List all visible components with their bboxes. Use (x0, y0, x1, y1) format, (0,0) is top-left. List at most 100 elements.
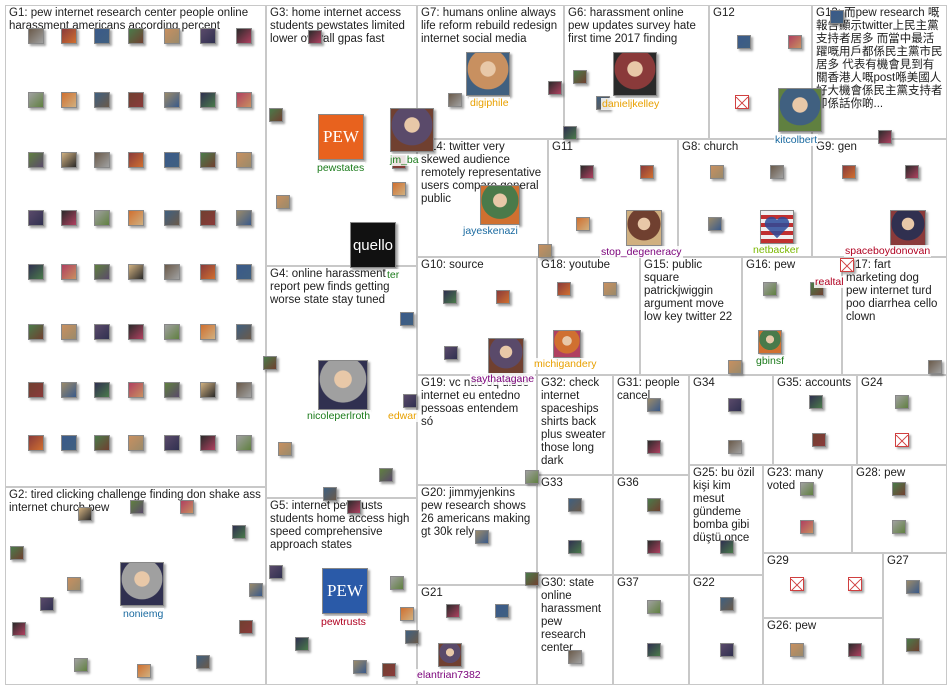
user-avatar-node[interactable] (812, 433, 826, 447)
user-avatar-node[interactable] (28, 28, 44, 44)
user-avatar-node[interactable] (538, 244, 552, 258)
user-avatar-node[interactable] (568, 650, 582, 664)
user-avatar-node[interactable] (790, 643, 804, 657)
user-avatar-node[interactable] (553, 330, 581, 358)
user-avatar-node[interactable] (906, 638, 920, 652)
user-avatar-node[interactable] (573, 70, 587, 84)
user-avatar-node[interactable] (236, 210, 252, 226)
node-label-nicoleperlroth[interactable]: nicoleperlroth (306, 410, 371, 422)
user-avatar-node[interactable] (61, 152, 77, 168)
user-avatar-node[interactable] (475, 530, 489, 544)
user-avatar-node[interactable] (200, 210, 216, 226)
user-avatar-node[interactable] (905, 165, 919, 179)
node-label-stop-degeneracy[interactable]: stop_degeneracy (600, 246, 683, 258)
user-avatar-node[interactable] (164, 28, 180, 44)
user-avatar-node[interactable] (308, 30, 322, 44)
user-avatar-node[interactable] (94, 28, 110, 44)
user-avatar-node[interactable] (318, 360, 368, 410)
user-avatar-node[interactable] (708, 217, 722, 231)
user-avatar-node[interactable] (848, 577, 862, 591)
user-avatar-node[interactable] (842, 165, 856, 179)
user-avatar-node[interactable] (200, 264, 216, 280)
user-avatar-node[interactable] (720, 597, 734, 611)
user-avatar-node[interactable] (438, 643, 462, 667)
user-avatar-node[interactable] (557, 282, 571, 296)
user-avatar-node[interactable] (488, 338, 524, 374)
user-avatar-node[interactable] (164, 92, 180, 108)
user-avatar-node[interactable] (130, 500, 144, 514)
node-label-michigandery[interactable]: michigandery (533, 358, 597, 370)
user-avatar-node[interactable] (128, 264, 144, 280)
node-label-pewtrusts[interactable]: pewtrusts (320, 616, 367, 628)
user-avatar-node[interactable] (892, 482, 906, 496)
user-avatar-node[interactable] (94, 324, 110, 340)
quello-logo-node[interactable]: quello (350, 222, 396, 268)
user-avatar-node[interactable] (720, 643, 734, 657)
user-avatar-node[interactable] (563, 126, 577, 140)
user-avatar-node[interactable] (236, 28, 252, 44)
user-avatar-node[interactable] (323, 487, 337, 501)
user-avatar-node[interactable] (61, 210, 77, 226)
user-avatar-node[interactable] (525, 470, 539, 484)
user-avatar-node[interactable] (495, 604, 509, 618)
user-avatar-node[interactable] (137, 664, 151, 678)
user-avatar-node[interactable] (164, 435, 180, 451)
pew-logo-node[interactable]: PEW (322, 568, 368, 614)
user-avatar-node[interactable] (128, 435, 144, 451)
user-avatar-node[interactable] (906, 580, 920, 594)
user-avatar-node[interactable] (403, 394, 417, 408)
user-avatar-node[interactable] (848, 643, 862, 657)
user-avatar-node[interactable] (840, 258, 854, 272)
user-avatar-node[interactable] (200, 382, 216, 398)
user-avatar-node[interactable] (40, 597, 54, 611)
user-avatar-node[interactable] (269, 565, 283, 579)
user-avatar-node[interactable] (728, 398, 742, 412)
user-avatar-node[interactable] (200, 324, 216, 340)
user-avatar-node[interactable] (647, 440, 661, 454)
user-avatar-node[interactable] (61, 92, 77, 108)
user-avatar-node[interactable] (94, 382, 110, 398)
user-avatar-node[interactable] (128, 28, 144, 44)
user-avatar-node[interactable] (232, 525, 246, 539)
user-avatar-node[interactable] (180, 500, 194, 514)
user-avatar-node[interactable] (347, 500, 361, 514)
user-avatar-node[interactable] (28, 435, 44, 451)
user-avatar-node[interactable] (276, 195, 290, 209)
node-label-netbacker[interactable]: netbacker (752, 244, 800, 256)
user-avatar-node[interactable] (878, 130, 892, 144)
user-avatar-node[interactable] (830, 10, 844, 24)
user-avatar-node[interactable] (94, 435, 110, 451)
user-avatar-node[interactable] (236, 264, 252, 280)
node-label-jayeskenazi[interactable]: jayeskenazi (462, 225, 519, 237)
user-avatar-node[interactable] (263, 356, 277, 370)
user-avatar-node[interactable] (548, 81, 562, 95)
user-avatar-node[interactable] (728, 440, 742, 454)
user-avatar-node[interactable] (640, 165, 654, 179)
user-avatar-node[interactable] (164, 382, 180, 398)
user-avatar-node[interactable] (496, 290, 510, 304)
user-avatar-node[interactable] (236, 152, 252, 168)
user-avatar-node[interactable] (647, 600, 661, 614)
user-avatar-node[interactable] (405, 630, 419, 644)
user-avatar-node[interactable] (448, 93, 462, 107)
user-avatar-node[interactable] (525, 572, 539, 586)
user-avatar-node[interactable] (892, 520, 906, 534)
user-avatar-node[interactable] (647, 643, 661, 657)
user-avatar-node[interactable] (128, 92, 144, 108)
user-avatar-node[interactable] (568, 540, 582, 554)
user-avatar-node[interactable] (164, 324, 180, 340)
user-avatar-node[interactable] (128, 324, 144, 340)
user-avatar-node[interactable] (61, 382, 77, 398)
node-label-noniemg[interactable]: noniemg (122, 608, 164, 620)
node-label-realtal[interactable]: realtal (814, 276, 845, 288)
node-label-gbinsf[interactable]: gbinsf (755, 355, 785, 367)
node-label-saythatagane[interactable]: saythatagane (470, 373, 535, 385)
user-avatar-node[interactable] (778, 88, 822, 132)
user-avatar-node[interactable] (61, 324, 77, 340)
user-avatar-node[interactable] (390, 576, 404, 590)
user-avatar-node[interactable] (728, 360, 742, 374)
user-avatar-node[interactable] (61, 28, 77, 44)
user-avatar-node[interactable] (10, 546, 24, 560)
user-avatar-node[interactable] (720, 540, 734, 554)
node-label-danieljkelley[interactable]: danieljkelley (601, 98, 660, 110)
